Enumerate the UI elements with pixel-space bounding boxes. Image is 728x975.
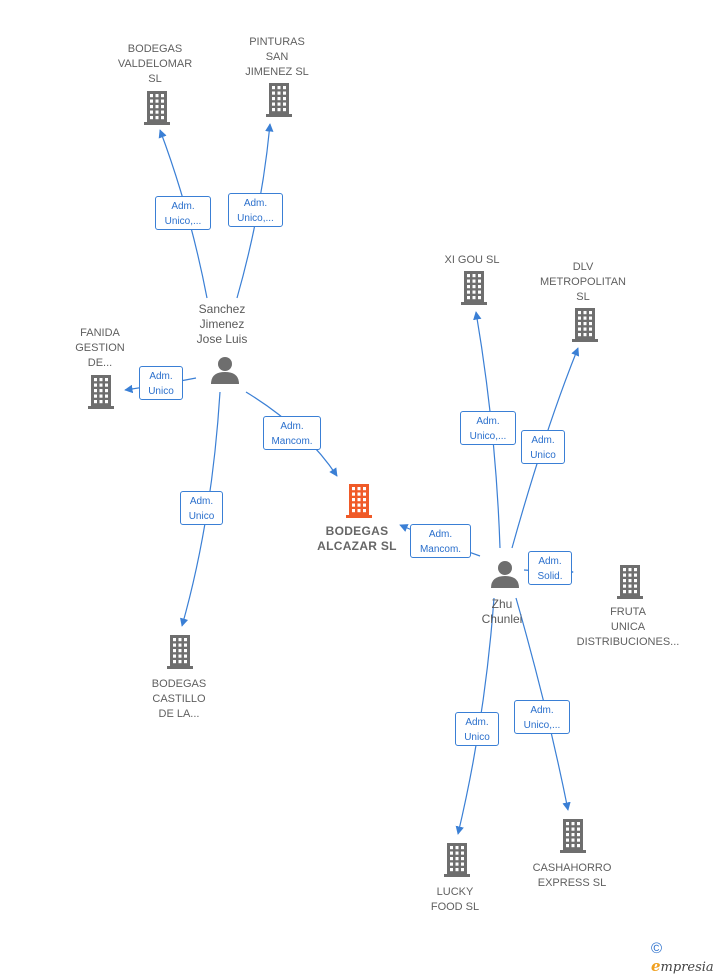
person-icon bbox=[211, 357, 239, 384]
node-label-fruta[interactable]: FRUTA UNICA DISTRIBUCIONES... bbox=[576, 606, 680, 648]
node-label-castillo[interactable]: BODEGAS CASTILLO DE LA... bbox=[151, 678, 207, 720]
building-icon-focus bbox=[346, 484, 372, 518]
building-icon bbox=[144, 91, 170, 125]
person-icon bbox=[491, 561, 519, 588]
node-label-lucky[interactable]: LUCKY FOOD SL bbox=[430, 886, 480, 913]
edge-label-sanchez-fanida[interactable]: Adm. Unico bbox=[139, 366, 183, 400]
building-icon bbox=[444, 843, 470, 877]
building-icon bbox=[88, 375, 114, 409]
building-icon bbox=[461, 271, 487, 305]
building-icon bbox=[560, 819, 586, 853]
edge-label-sanchez-valdelomar[interactable]: Adm. Unico,... bbox=[155, 196, 211, 230]
building-icon bbox=[266, 83, 292, 117]
edge-label-zhu-lucky[interactable]: Adm. Unico bbox=[455, 712, 499, 746]
edge-label-zhu-dlv[interactable]: Adm. Unico bbox=[521, 430, 565, 464]
node-label-dlv[interactable]: DLV METROPOLITAN SL bbox=[540, 261, 626, 303]
node-label-fanida[interactable]: FANIDA GESTION DE... bbox=[75, 327, 125, 369]
node-label-valdelomar[interactable]: BODEGAS VALDELOMAR SL bbox=[117, 43, 193, 85]
node-label-cashahorro[interactable]: CASHAHORRO EXPRESS SL bbox=[532, 862, 612, 889]
building-icon bbox=[617, 565, 643, 599]
node-label-alcazar[interactable]: BODEGAS ALCAZAR SL bbox=[317, 524, 397, 553]
node-label-xigou[interactable]: XI GOU SL bbox=[444, 254, 500, 266]
edge-label-sanchez-castillo[interactable]: Adm. Unico bbox=[180, 491, 223, 525]
building-icon bbox=[167, 635, 193, 669]
node-label-zhu[interactable]: Zhu Chunlei bbox=[481, 597, 523, 626]
empresia-logo: empresia bbox=[651, 957, 714, 975]
footer-brand[interactable]: © empresia bbox=[651, 940, 728, 975]
edge-label-zhu-xigou[interactable]: Adm. Unico,... bbox=[460, 411, 516, 445]
edge-label-zhu-cashahorro[interactable]: Adm. Unico,... bbox=[514, 700, 570, 734]
edge-label-sanchez-pinturas[interactable]: Adm. Unico,... bbox=[228, 193, 283, 227]
node-label-pinturas[interactable]: PINTURAS SAN JIMENEZ SL bbox=[245, 36, 309, 78]
node-label-sanchez[interactable]: Sanchez Jimenez Jose Luis bbox=[196, 302, 248, 346]
edge-label-zhu-alcazar[interactable]: Adm. Mancom. bbox=[410, 524, 471, 558]
building-icon bbox=[572, 308, 598, 342]
copyright-symbol: © bbox=[651, 940, 663, 957]
edge-label-zhu-fruta[interactable]: Adm. Solid. bbox=[528, 551, 572, 585]
edge-label-sanchez-alcazar[interactable]: Adm. Mancom. bbox=[263, 416, 321, 450]
